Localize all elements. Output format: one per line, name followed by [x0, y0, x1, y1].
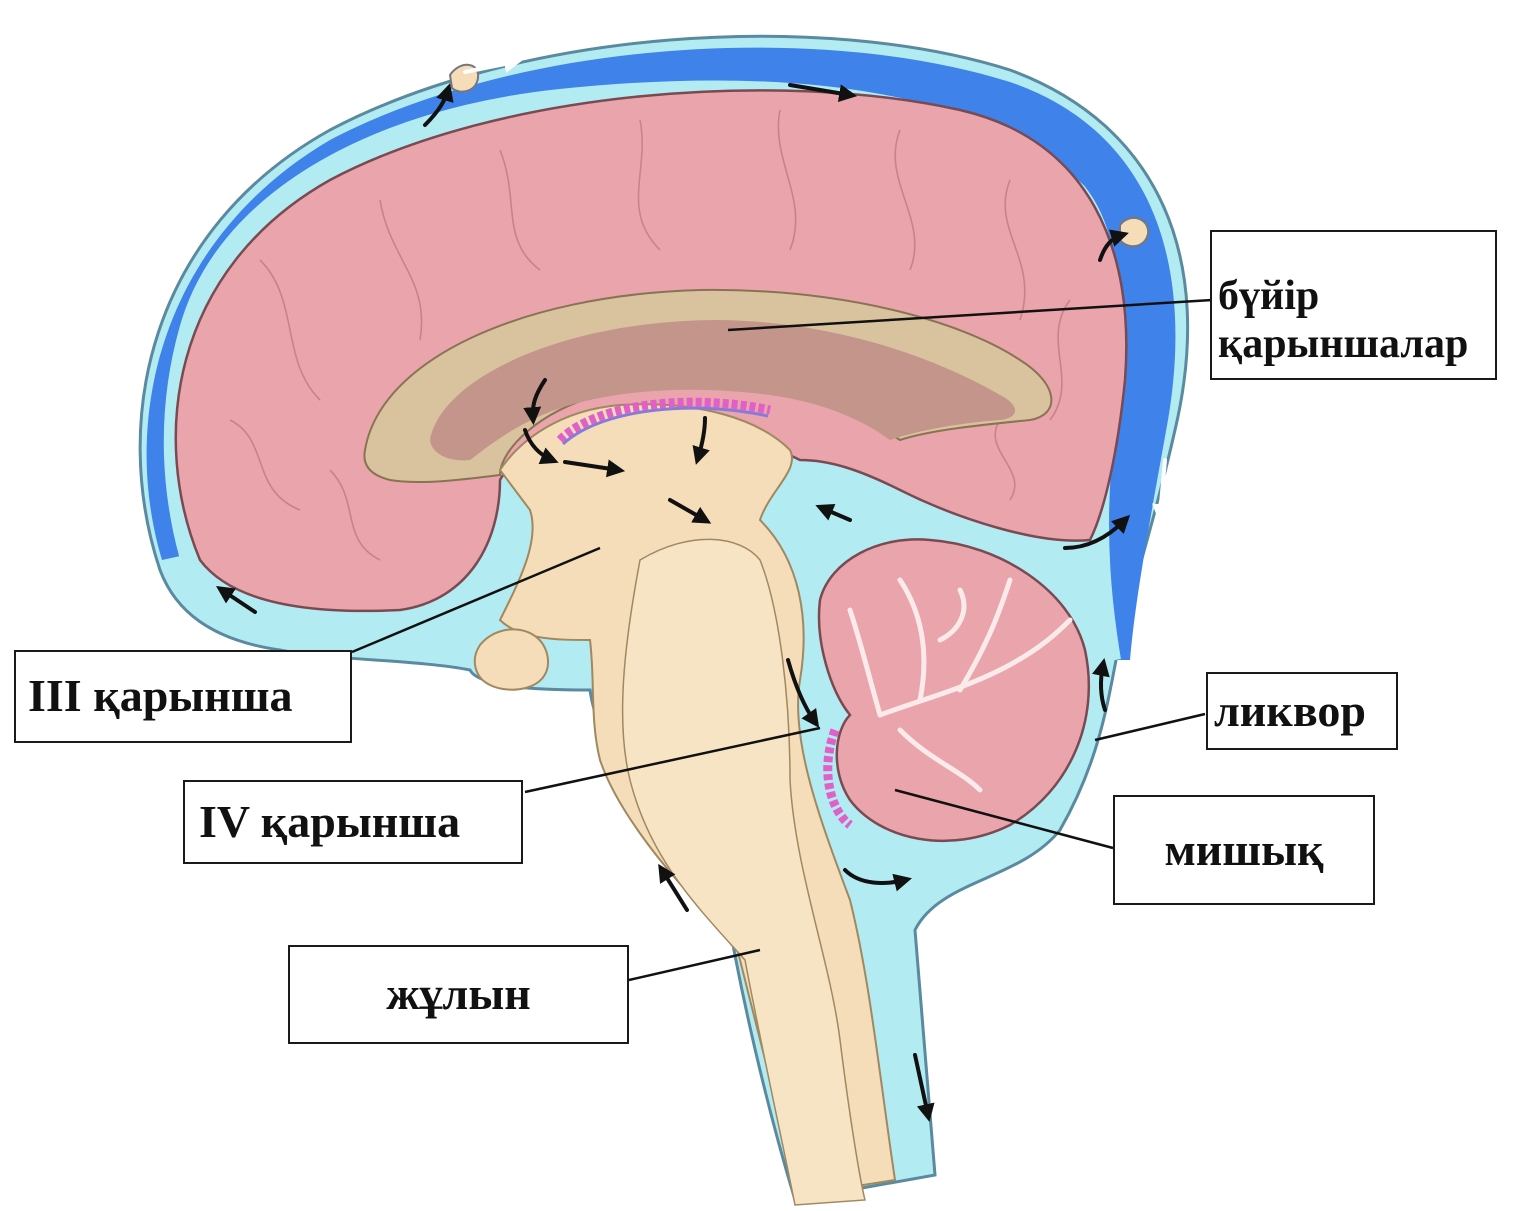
label-cerebellum: мишық: [1113, 795, 1375, 905]
label-spinal-cord: жұлын: [288, 945, 629, 1044]
label-liquor: ликвор: [1206, 672, 1398, 750]
label-third-ventricle: III қарынша: [14, 650, 352, 743]
label-lateral-ventricles-line2: қарыншалар: [1218, 320, 1468, 368]
label-lateral-ventricles: бүйір қарыншалар: [1210, 230, 1497, 380]
label-lateral-ventricles-line1: бүйір: [1218, 272, 1319, 320]
arachnoid-granulation-right: [1120, 218, 1148, 246]
label-fourth-ventricle: IV қарынша: [183, 780, 523, 864]
pituitary: [475, 629, 548, 689]
